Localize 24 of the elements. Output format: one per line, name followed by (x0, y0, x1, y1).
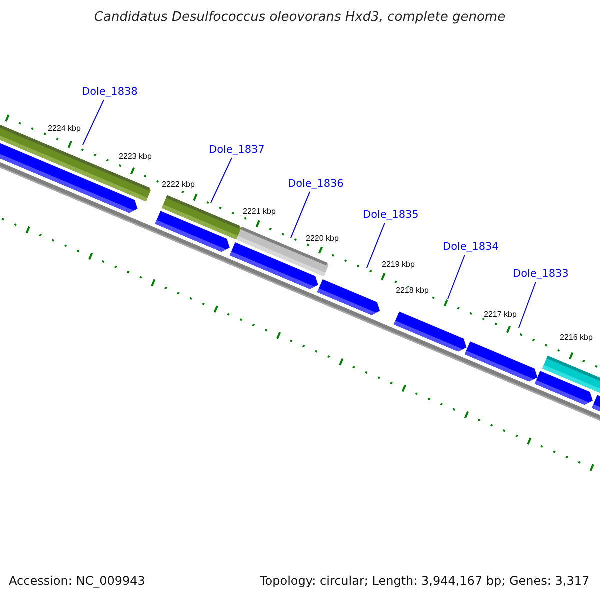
leader-line (210, 158, 232, 204)
diagram-title: Candidatus Desulfococcus oleovorans Hxd3, complete genome (93, 11, 507, 24)
gene-label: Dole_1834 (443, 242, 499, 252)
gene-label: Dole_1838 (82, 87, 138, 98)
leader-line (290, 192, 310, 238)
gene-label: Dole_1837 (209, 145, 265, 156)
tick-label: 2217 kbp (484, 311, 517, 319)
gene-label: Dole_1835 (363, 210, 419, 220)
tick-label: 2218 kbp (396, 287, 429, 295)
genome-info-text: Topology: circular; Length: 3,944,167 bp; Genes: 3,317 (260, 575, 590, 587)
accession-text: Accession: NC_009943 (9, 575, 146, 587)
gene-label: Dole_1836 (288, 179, 344, 190)
leader-line (518, 282, 536, 328)
tick-label: 2222 kbp (162, 181, 195, 189)
leader-line (448, 254, 466, 300)
leader-line (366, 222, 386, 268)
tick-label: 2219 kbp (382, 261, 415, 269)
tick-label: 2221 kbp (243, 208, 276, 216)
leader-line (82, 100, 104, 146)
tick-label: 2220 kbp (306, 235, 339, 243)
tick-label: 2224 kbp (48, 125, 81, 133)
gene-label: Dole_1833 (513, 269, 569, 280)
tick-label: 2223 kbp (119, 153, 152, 161)
tick-label: 2216 kbp (560, 334, 593, 342)
